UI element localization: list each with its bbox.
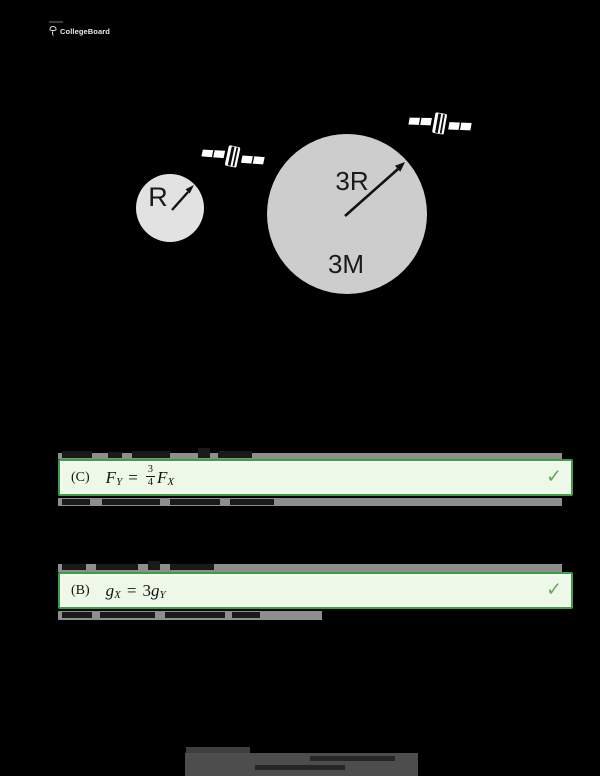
cutoff-content-bar bbox=[185, 753, 418, 776]
planet-x-circle bbox=[136, 174, 204, 242]
illegible-text-smudge bbox=[218, 451, 252, 458]
obscured-option-row bbox=[58, 498, 562, 506]
satellite-x-icon bbox=[199, 138, 267, 175]
illegible-text-smudge bbox=[96, 564, 138, 570]
obscured-option-row bbox=[58, 611, 322, 620]
math-equals: = bbox=[128, 467, 138, 487]
math-F: F bbox=[105, 467, 117, 487]
illegible-text-smudge bbox=[165, 612, 225, 618]
math-sub-Y: Y bbox=[159, 588, 166, 601]
fraction-numerator: 3 bbox=[145, 464, 156, 477]
planet-x-radius-label: R bbox=[148, 182, 168, 212]
illegible-text-smudge bbox=[132, 451, 170, 458]
illegible-text-smudge bbox=[148, 561, 160, 570]
math-g: g bbox=[151, 580, 160, 600]
illegible-text-smudge bbox=[170, 499, 220, 505]
illegible-text-smudge bbox=[232, 612, 260, 618]
illegible-text-smudge bbox=[108, 452, 122, 458]
math-sub-X: X bbox=[167, 475, 175, 488]
illegible-text-smudge bbox=[102, 499, 160, 505]
planet-y-radius-label: 3R bbox=[335, 166, 368, 196]
math-coefficient: 3 bbox=[142, 580, 152, 600]
obscured-option-row bbox=[58, 448, 562, 459]
option-letter: (B) bbox=[71, 582, 90, 598]
fraction-denominator: 4 bbox=[147, 477, 154, 488]
illegible-text-smudge bbox=[100, 612, 155, 618]
faint-page-mark bbox=[49, 21, 63, 23]
acorn-icon bbox=[49, 26, 57, 36]
illegible-text-smudge bbox=[62, 564, 86, 570]
illegible-text-smudge bbox=[310, 756, 395, 761]
math-sub-X: X bbox=[114, 588, 121, 601]
math-F: F bbox=[157, 467, 168, 487]
illegible-text-smudge bbox=[230, 499, 274, 505]
planets-diagram: R 3R 3M bbox=[136, 106, 474, 294]
obscured-option-row bbox=[58, 561, 562, 572]
illegible-text-smudge bbox=[255, 765, 345, 770]
illegible-text-smudge bbox=[62, 451, 92, 458]
radius-arrow-y bbox=[344, 162, 405, 217]
illegible-text-smudge bbox=[198, 448, 210, 458]
radius-arrow-x bbox=[171, 185, 194, 211]
math-sub-Y: Y bbox=[116, 475, 123, 488]
planet-y-mass-label: 3M bbox=[328, 249, 364, 279]
math-fraction: 3 4 bbox=[145, 464, 156, 489]
satellite-y-icon bbox=[406, 106, 474, 141]
illegible-text-smudge bbox=[62, 499, 90, 505]
correct-checkmark-icon: ✓ bbox=[546, 466, 562, 488]
illegible-text-smudge bbox=[62, 612, 92, 618]
illegible-text-smudge bbox=[170, 564, 214, 570]
bottom-bar-notch bbox=[186, 747, 250, 754]
collegeboard-logo: CollegeBoard bbox=[49, 26, 110, 36]
option-letter: (C) bbox=[71, 469, 90, 485]
logo-text: CollegeBoard bbox=[60, 26, 110, 36]
math-g: g bbox=[105, 580, 115, 600]
correct-checkmark-icon: ✓ bbox=[546, 579, 562, 601]
math-equals: = bbox=[126, 580, 137, 600]
